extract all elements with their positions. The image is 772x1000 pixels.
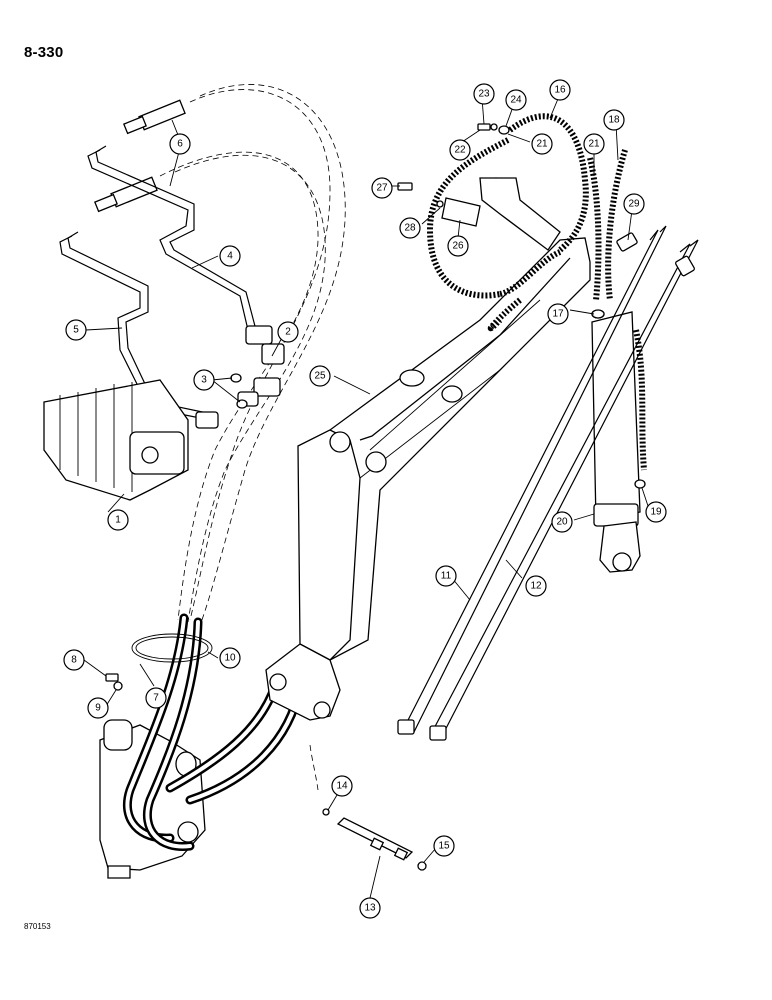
o-ring-19 bbox=[634, 479, 646, 489]
callout-29: 29 bbox=[623, 193, 645, 215]
elbow-fitting-2 bbox=[237, 325, 285, 407]
steel-tubes-11-12 bbox=[397, 225, 699, 741]
callout-label: 9 bbox=[95, 703, 101, 714]
boom-25 bbox=[265, 177, 591, 721]
callout-26: 26 bbox=[447, 235, 469, 257]
callout-1: 1 bbox=[107, 509, 129, 531]
callout-27: 27 bbox=[371, 177, 393, 199]
callout-label: 4 bbox=[227, 251, 233, 262]
callout-label: 11 bbox=[441, 571, 452, 582]
callout-label: 26 bbox=[452, 241, 464, 252]
callout-label: 15 bbox=[438, 841, 450, 852]
washer-9 bbox=[113, 681, 123, 691]
hydraulic-hose-18 bbox=[633, 329, 647, 471]
callout-19: 19 bbox=[645, 501, 667, 523]
steel-tube-4 bbox=[87, 145, 257, 331]
callout-label: 14 bbox=[336, 781, 348, 792]
hose-clamp-10 bbox=[131, 633, 213, 663]
callout-label: 8 bbox=[71, 655, 77, 666]
callout-17: 17 bbox=[547, 303, 569, 325]
control-valve-1 bbox=[43, 379, 219, 501]
hydraulic-cylinder-20 bbox=[591, 309, 641, 573]
callout-3: 3 bbox=[193, 369, 215, 391]
nut-15 bbox=[417, 861, 427, 871]
callout-label: 6 bbox=[177, 139, 183, 150]
main-hoses bbox=[122, 613, 305, 851]
rod-13 bbox=[336, 817, 414, 861]
callout-label: 18 bbox=[608, 115, 620, 126]
callout-22: 22 bbox=[449, 139, 471, 161]
callout-label: 21 bbox=[536, 139, 548, 150]
hose-fitting-6-lower bbox=[94, 176, 158, 213]
callout-21-upper: 21 bbox=[531, 133, 553, 155]
callout-10: 10 bbox=[219, 647, 241, 669]
callout-25: 25 bbox=[309, 365, 331, 387]
callout-6: 6 bbox=[169, 133, 191, 155]
callout-label: 21 bbox=[588, 139, 600, 150]
callout-16: 16 bbox=[549, 79, 571, 101]
callout-label: 17 bbox=[552, 309, 564, 320]
bolt-27 bbox=[397, 182, 413, 191]
callout-label: 5 bbox=[73, 325, 79, 336]
callout-label: 24 bbox=[510, 95, 522, 106]
washer-23 bbox=[490, 123, 498, 131]
callout-label: 25 bbox=[314, 371, 326, 382]
callout-24: 24 bbox=[505, 89, 527, 111]
callout-label: 10 bbox=[224, 653, 236, 664]
callout-28: 28 bbox=[399, 217, 421, 239]
callout-13: 13 bbox=[359, 897, 381, 919]
callout-label: 23 bbox=[478, 89, 490, 100]
callout-label: 20 bbox=[556, 517, 568, 528]
figure-code: 870153 bbox=[24, 922, 51, 931]
callout-label: 2 bbox=[285, 327, 291, 338]
callout-label: 7 bbox=[153, 693, 159, 704]
callout-label: 22 bbox=[454, 145, 466, 156]
callout-12: 12 bbox=[525, 575, 547, 597]
callout-14: 14 bbox=[331, 775, 353, 797]
callout-8: 8 bbox=[63, 649, 85, 671]
callout-4: 4 bbox=[219, 245, 241, 267]
callout-label: 29 bbox=[628, 199, 640, 210]
callout-2: 2 bbox=[277, 321, 299, 343]
page-number: 8-330 bbox=[24, 44, 64, 61]
fitting-29 bbox=[616, 232, 695, 277]
callout-20: 20 bbox=[551, 511, 573, 533]
callout-5: 5 bbox=[65, 319, 87, 341]
callout-label: 16 bbox=[554, 85, 566, 96]
callout-7: 7 bbox=[145, 687, 167, 709]
grease-fitting-14 bbox=[322, 808, 330, 816]
callout-15: 15 bbox=[433, 835, 455, 857]
hose-fitting-6-upper bbox=[123, 99, 186, 135]
callout-label: 1 bbox=[115, 515, 121, 526]
callout-label: 12 bbox=[530, 581, 542, 592]
callout-18: 18 bbox=[603, 109, 625, 131]
callout-11: 11 bbox=[435, 565, 457, 587]
callout-label: 28 bbox=[404, 223, 416, 234]
coiled-hoses-16 bbox=[426, 113, 628, 332]
hose-clamp-plate-26 bbox=[441, 197, 481, 227]
callout-21-right: 21 bbox=[583, 133, 605, 155]
callout-label: 3 bbox=[201, 375, 207, 386]
callout-label: 27 bbox=[376, 183, 388, 194]
bolt-8 bbox=[105, 673, 119, 682]
bolt-22 bbox=[477, 123, 491, 131]
callout-23: 23 bbox=[473, 83, 495, 105]
o-ring-3 bbox=[230, 373, 248, 409]
callout-9: 9 bbox=[87, 697, 109, 719]
callout-label: 13 bbox=[364, 903, 376, 914]
callout-label: 19 bbox=[650, 507, 662, 518]
washer-28 bbox=[436, 200, 444, 208]
clamp-24 bbox=[498, 125, 510, 135]
